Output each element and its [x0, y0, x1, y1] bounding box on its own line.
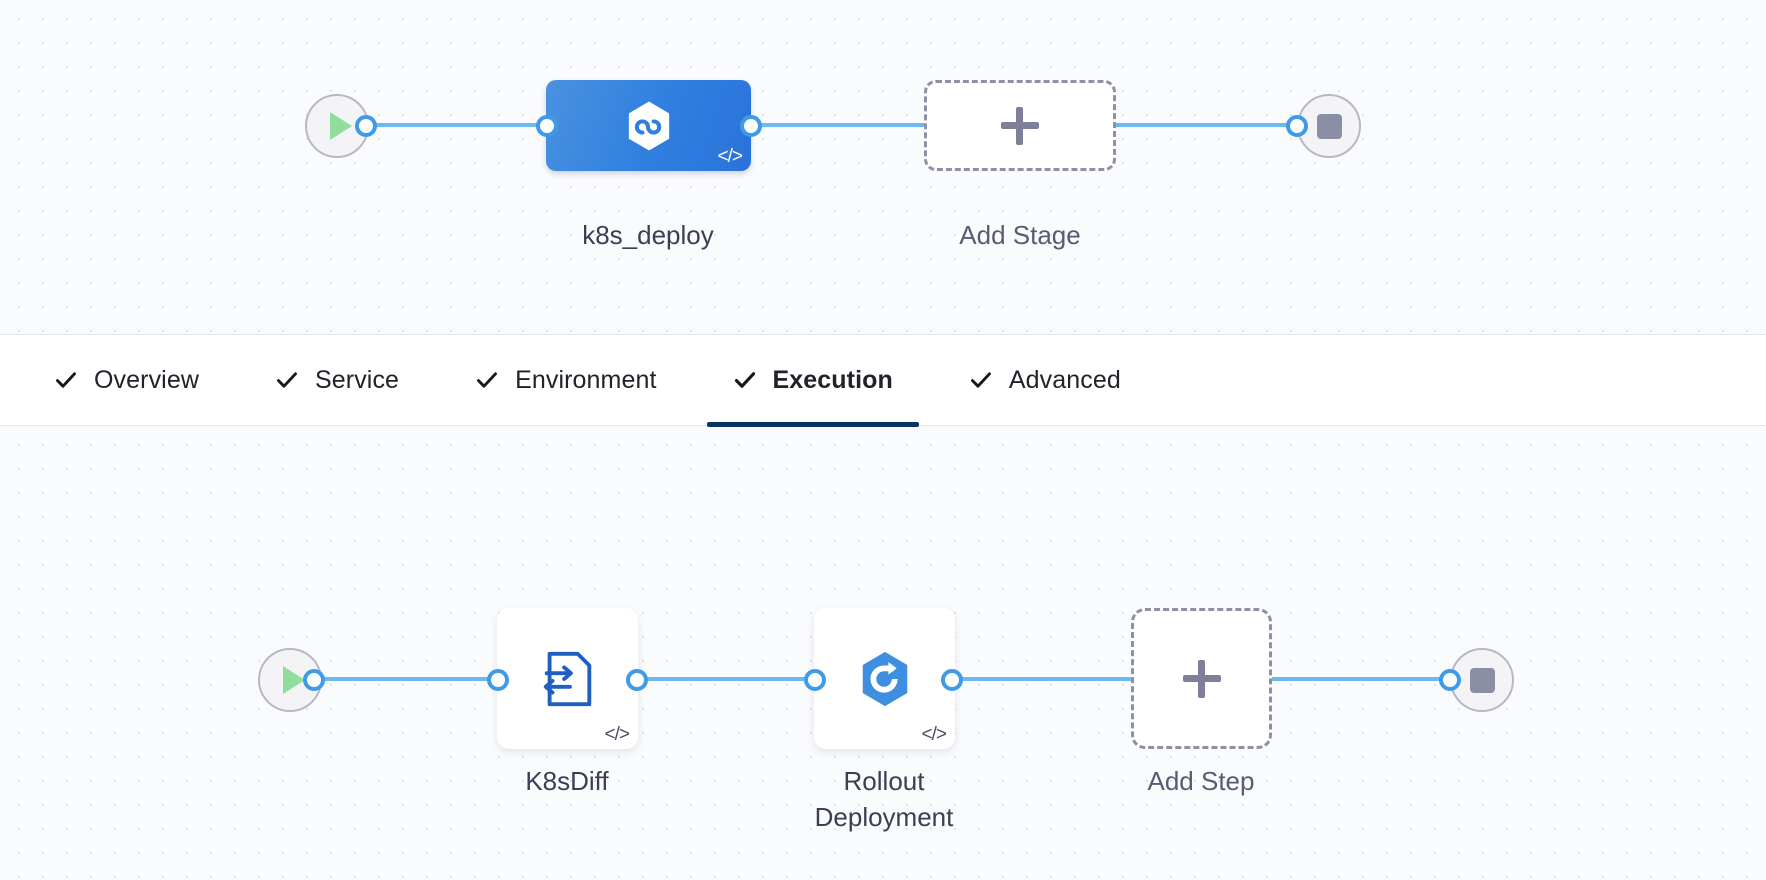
add-step-button[interactable] — [1131, 608, 1272, 749]
step-node-k8sdiff[interactable]: </> — [497, 608, 638, 749]
step-label-rollout-deployment: Rollout Deployment — [814, 766, 954, 832]
edge-start-to-k8sdiff — [300, 677, 505, 681]
tab-environment-label: Environment — [515, 365, 657, 394]
stage-input-connector-dot[interactable] — [536, 115, 558, 137]
stage-output-connector-dot[interactable] — [740, 115, 762, 137]
k8sdiff-output-connector-dot[interactable] — [626, 669, 648, 691]
code-badge-icon: </> — [717, 146, 744, 167]
execution-end-node[interactable] — [1450, 648, 1514, 712]
tab-spacer — [425, 380, 449, 381]
tab-service-label: Service — [315, 365, 400, 394]
k8sdiff-input-connector-dot[interactable] — [487, 669, 509, 691]
code-badge-icon: </> — [604, 724, 631, 745]
harness-cd-hexagon-icon — [628, 101, 669, 150]
add-step-label: Add Step — [1147, 766, 1255, 796]
check-icon — [734, 372, 755, 388]
tab-overview[interactable]: Overview — [28, 334, 225, 426]
tab-advanced-label: Advanced — [1008, 365, 1121, 394]
execution-start-connector-dot[interactable] — [303, 669, 325, 691]
tab-environment[interactable]: Environment — [449, 334, 682, 426]
tab-execution[interactable]: Execution — [706, 334, 920, 427]
execution-start-node[interactable] — [258, 648, 322, 712]
tab-advanced[interactable]: Advanced — [943, 334, 1147, 426]
execution-steps-canvas[interactable]: </> K8sDiff </> Rollout Deployment Add S… — [0, 426, 1766, 880]
edge-k8sdiff-to-rollout — [630, 677, 820, 681]
check-icon — [56, 372, 76, 388]
edge-rollout-to-addstep — [945, 677, 1135, 681]
add-stage-label: Add Stage — [959, 220, 1081, 250]
stage-label-k8s-deploy: k8s_deploy — [582, 220, 714, 250]
stop-icon — [1469, 667, 1495, 693]
rollout-input-connector-dot[interactable] — [804, 669, 826, 691]
play-icon — [329, 112, 352, 140]
play-icon — [282, 666, 305, 694]
stop-icon — [1316, 113, 1342, 139]
start-node-connector-dot[interactable] — [355, 115, 377, 137]
tab-spacer — [683, 380, 707, 381]
step-node-rollout-deployment[interactable]: </> — [814, 608, 955, 749]
pipeline-stage-canvas[interactable]: </> k8s_deploy Add Stage — [0, 0, 1766, 334]
plus-icon — [1001, 106, 1039, 145]
check-icon — [477, 372, 498, 388]
edge-addstep-to-end — [1270, 677, 1465, 681]
add-stage-button[interactable] — [924, 80, 1116, 171]
edge-start-to-stage — [360, 123, 555, 127]
tab-execution-label: Execution — [772, 365, 893, 394]
tab-spacer — [919, 380, 943, 381]
rollout-output-connector-dot[interactable] — [941, 669, 963, 691]
check-icon — [277, 372, 297, 388]
execution-end-connector-dot[interactable] — [1439, 669, 1461, 691]
stage-node-k8s-deploy[interactable]: </> — [546, 80, 751, 171]
code-badge-icon: </> — [921, 724, 948, 745]
edge-stage-to-addstage — [745, 123, 940, 127]
check-icon — [970, 372, 991, 388]
end-node-connector-dot[interactable] — [1286, 115, 1308, 137]
tab-overview-label: Overview — [94, 365, 199, 394]
tab-spacer — [225, 380, 249, 381]
stage-config-tabs[interactable]: Overview Service Environment Execution A… — [0, 334, 1766, 427]
edge-addstage-to-end — [1115, 123, 1305, 127]
k8s-diff-document-icon — [543, 651, 591, 706]
tab-service[interactable]: Service — [249, 334, 425, 426]
plus-icon — [1182, 659, 1221, 698]
rollout-hexagon-icon — [862, 651, 907, 706]
step-label-k8sdiff: K8sDiff — [525, 766, 609, 796]
